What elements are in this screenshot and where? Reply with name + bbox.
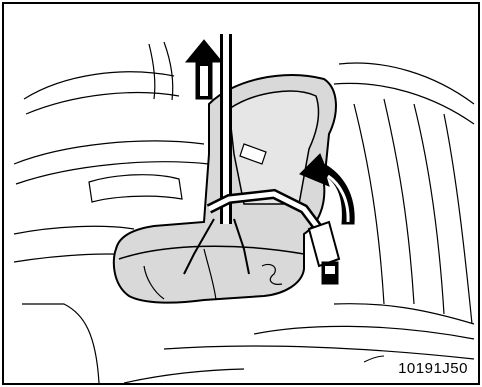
child-seat-installation-illustration [4,4,478,383]
belt-buckle [309,222,339,284]
leader-line [364,356,384,362]
tether-pull-up-arrow-icon [186,40,222,99]
figure-code: 10191J50 [398,360,468,377]
door-panel [14,42,209,383]
